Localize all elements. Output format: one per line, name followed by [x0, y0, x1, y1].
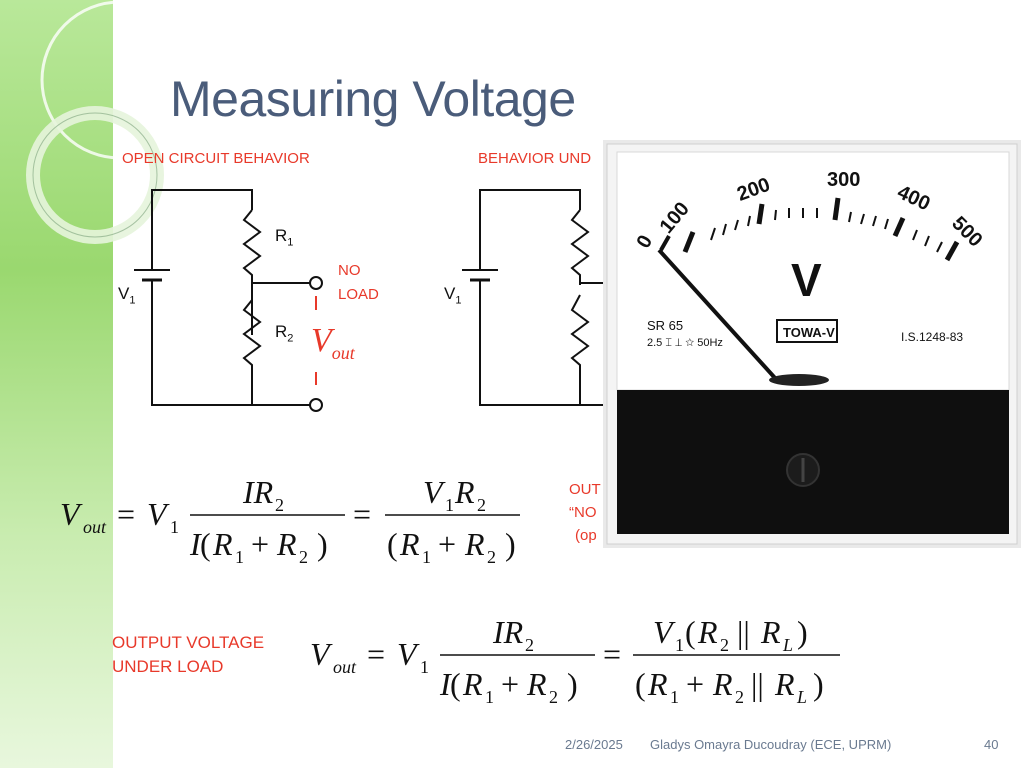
svg-text:V: V — [397, 636, 420, 672]
brand-label: TOWA-V — [783, 325, 835, 340]
open-circuit-label: OPEN CIRCUIT BEHAVIOR — [122, 150, 310, 167]
svg-text:2: 2 — [525, 635, 534, 655]
output-under-load-label-2: UNDER LOAD — [112, 657, 224, 676]
svg-text:(: ( — [685, 614, 696, 650]
svg-text:2: 2 — [275, 495, 284, 515]
svg-text:(: ( — [450, 666, 461, 702]
svg-text:(: ( — [387, 526, 398, 562]
output-partial-2: “NO — [569, 504, 597, 521]
svg-text:V: V — [60, 496, 83, 532]
svg-text:R: R — [462, 666, 483, 702]
scale-label-300: 300 — [827, 169, 860, 191]
svg-text:R: R — [212, 526, 233, 562]
no-load-label-2: LOAD — [338, 286, 379, 303]
svg-text:1: 1 — [422, 547, 431, 567]
svg-text:1: 1 — [445, 495, 454, 515]
model-label: SR 65 — [647, 318, 683, 333]
svg-text:1: 1 — [670, 687, 679, 707]
svg-text:+: + — [251, 526, 269, 562]
svg-text:V: V — [147, 496, 170, 532]
svg-text:=: = — [367, 636, 385, 672]
r2-label: R2 — [275, 322, 294, 345]
svg-text:out: out — [333, 657, 357, 677]
under-load-label: BEHAVIOR UND — [478, 150, 592, 167]
svg-text:=: = — [353, 496, 371, 532]
voltmeter-image: 0 100 200 300 400 500 V SR 65 2.5 ⌶ ⊥ ☆ … — [603, 140, 1021, 548]
svg-text:R: R — [712, 666, 733, 702]
footer-author: Gladys Omayra Ducoudray (ECE, UPRM) — [650, 737, 892, 752]
svg-text:R: R — [760, 614, 781, 650]
svg-text:R: R — [647, 666, 668, 702]
v1-label-right: V1 — [444, 284, 462, 307]
vout-label: Vout — [311, 322, 355, 363]
svg-text:=: = — [603, 636, 621, 672]
svg-text:||: || — [751, 666, 764, 702]
footer-date: 2/26/2025 — [565, 737, 623, 752]
svg-text:R: R — [464, 526, 485, 562]
svg-text:2: 2 — [487, 547, 496, 567]
svg-text:+: + — [686, 666, 704, 702]
svg-text:=: = — [117, 496, 135, 532]
output-partial-1: OUT — [569, 481, 601, 498]
v1-label: V1 — [118, 284, 136, 307]
svg-text:IR: IR — [492, 614, 524, 650]
under-load-circuit-diagram — [462, 189, 608, 406]
standard-label: I.S.1248-83 — [901, 330, 963, 344]
svg-text:): ) — [317, 526, 328, 562]
no-load-label-1: NO — [338, 262, 361, 279]
svg-text:R: R — [454, 474, 475, 510]
svg-text:(: ( — [200, 526, 211, 562]
svg-text:R: R — [526, 666, 547, 702]
spec-label: 2.5 ⌶ ⊥ ☆ 50Hz — [647, 337, 723, 349]
open-circuit-diagram — [134, 189, 323, 412]
needle — [657, 248, 777, 380]
svg-text:+: + — [501, 666, 519, 702]
svg-text:): ) — [567, 666, 578, 702]
svg-text:L: L — [796, 687, 807, 707]
svg-text:1: 1 — [675, 635, 684, 655]
svg-text:V: V — [423, 474, 446, 510]
svg-text:R: R — [774, 666, 795, 702]
svg-text:1: 1 — [420, 657, 429, 677]
svg-text:R: R — [399, 526, 420, 562]
slide-title: Measuring Voltage — [170, 71, 576, 127]
svg-text:L: L — [782, 635, 793, 655]
svg-text:1: 1 — [235, 547, 244, 567]
r1-label: R1 — [275, 226, 294, 249]
footer-page-number: 40 — [984, 737, 999, 752]
svg-text:(: ( — [635, 666, 646, 702]
svg-text:out: out — [83, 517, 107, 537]
svg-text:2: 2 — [735, 687, 744, 707]
svg-text:2: 2 — [299, 547, 308, 567]
svg-text:V: V — [310, 636, 333, 672]
svg-text:1: 1 — [485, 687, 494, 707]
output-under-load-label-1: OUTPUT VOLTAGE — [112, 633, 265, 652]
svg-text:): ) — [797, 614, 808, 650]
svg-text:IR: IR — [242, 474, 274, 510]
svg-text:): ) — [813, 666, 824, 702]
unit-label: V — [791, 254, 822, 306]
output-partial-3: (op — [575, 527, 597, 544]
svg-text:I: I — [439, 666, 452, 702]
svg-text:1: 1 — [170, 517, 179, 537]
svg-text:2: 2 — [477, 495, 486, 515]
svg-text:2: 2 — [720, 635, 729, 655]
svg-text:): ) — [505, 526, 516, 562]
svg-text:I: I — [189, 526, 202, 562]
decorative-circles — [26, 0, 200, 244]
svg-text:R: R — [276, 526, 297, 562]
svg-text:V: V — [653, 614, 676, 650]
svg-text:||: || — [737, 614, 750, 650]
svg-text:+: + — [438, 526, 456, 562]
svg-text:R: R — [697, 614, 718, 650]
svg-text:2: 2 — [549, 687, 558, 707]
